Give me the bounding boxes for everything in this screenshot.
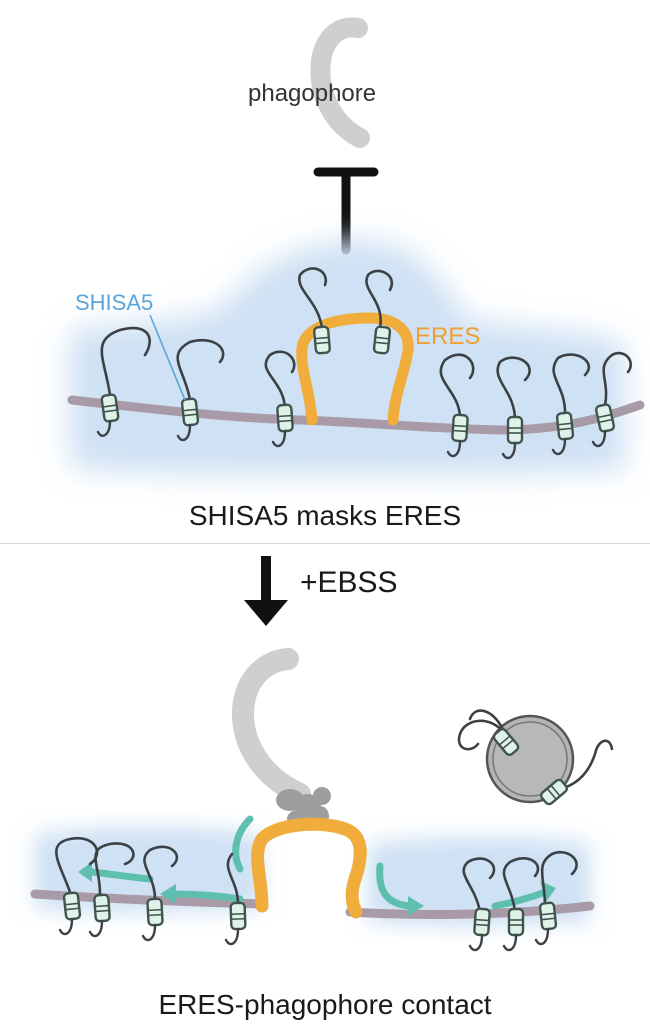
- top-panel: phagophore SHISA5 ERES SHISA5 masks ERES: [67, 17, 645, 531]
- panel-divider: [0, 543, 650, 544]
- inhibition-symbol: [313, 167, 379, 255]
- er-membrane-right: [345, 901, 595, 919]
- eres-shape-bottom: [251, 817, 367, 919]
- er-cloud-right: [368, 836, 590, 927]
- shisa5-tails-bottom: [55, 836, 578, 914]
- ebss-label: +EBSS: [300, 566, 398, 599]
- shisa5-hooks: [96, 419, 607, 460]
- shisa5-hooks-bottom: [58, 917, 550, 952]
- phagophore-shape: [310, 17, 370, 148]
- bottom-caption: ERES-phagophore contact: [158, 989, 492, 1020]
- eres-label: ERES: [415, 323, 481, 350]
- phagophore-label: phagophore: [248, 80, 377, 107]
- eres-shape: [296, 312, 414, 426]
- top-diagram: [67, 17, 645, 476]
- shisa5-label: SHISA5: [75, 290, 154, 315]
- top-caption: SHISA5 masks ERES: [188, 500, 462, 531]
- bottom-panel: ERES-phagophore contact: [0, 544, 650, 1035]
- shisa5-pointer: [149, 314, 186, 401]
- shisa5-tails: [100, 267, 632, 422]
- transition-arrow: [244, 556, 288, 626]
- bottom-diagram: [30, 648, 614, 952]
- er-cloud-left: [35, 826, 262, 913]
- phagophore-shape-bottom: [232, 648, 311, 805]
- er-cloud: [70, 240, 625, 476]
